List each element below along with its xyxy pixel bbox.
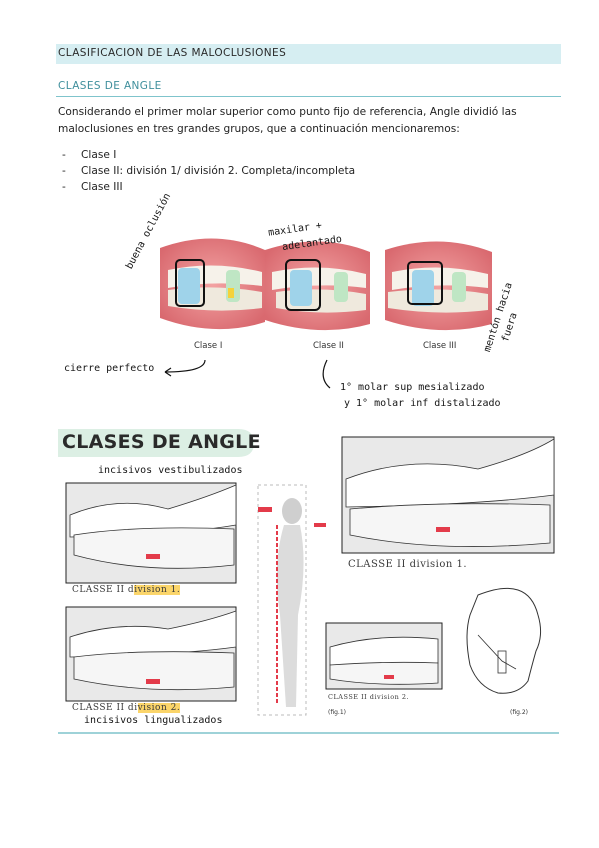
section-header: CLASIFICACION DE LAS MALOCLUSIONES xyxy=(56,44,561,64)
clase-1-label: Clase I xyxy=(194,341,223,351)
caption-div2-small: CLASSE II division 2. xyxy=(328,693,410,701)
list-item: -Clase I xyxy=(62,149,117,161)
class-list: -Clase I -Clase II: división 1/ división… xyxy=(62,147,355,195)
list-item: -Clase III xyxy=(62,181,123,193)
clase-3-teeth-image xyxy=(385,241,492,331)
body-posture-figure xyxy=(257,484,326,716)
note-molar-sup: 1° molar sup mesializado xyxy=(340,382,485,393)
list-item: -Clase II: división 1/ división 2. Compl… xyxy=(62,165,356,177)
caption-div2-left: CLASSE II division 2. xyxy=(72,703,181,713)
fig-b-label: (fig.2) xyxy=(510,709,528,716)
diagram-title: CLASES DE ANGLE xyxy=(62,431,261,453)
intro-paragraph: Considerando el primer molar superior co… xyxy=(58,106,517,135)
clase-2-label: Clase II xyxy=(313,341,344,351)
arrow-molar xyxy=(322,359,331,389)
clases-angle-diagram-figure: CLASES DE ANGLE incisivos vestibulizados… xyxy=(58,425,559,735)
face-profile-drawing xyxy=(466,587,542,694)
subsection-header: CLASES DE ANGLE xyxy=(56,80,561,97)
fig-a-label: (fig.1) xyxy=(328,709,346,716)
clase-1-teeth-image xyxy=(160,238,265,330)
subsection-title: CLASES DE ANGLE xyxy=(58,80,162,92)
diagram-illustrations xyxy=(58,425,559,734)
clase-3-label: Clase III xyxy=(423,341,457,351)
note-incisivos-vestibulizados: incisivos vestibulizados xyxy=(98,465,243,476)
occlusion-illustrations xyxy=(160,238,492,389)
caption-div1-right: CLASSE II division 1. xyxy=(348,559,468,570)
section-title: CLASIFICACION DE LAS MALOCLUSIONES xyxy=(58,47,287,59)
angle-classes-photo-figure: Clase I Clase II Clase III buena oclusió… xyxy=(0,192,599,420)
caption-div1-left: CLASSE II division 1. xyxy=(72,585,181,595)
note-cierre-perfecto: cierre perfecto xyxy=(64,363,155,374)
clase-2-teeth-image xyxy=(265,241,370,331)
note-molar-inf: y 1° molar inf distalizado xyxy=(344,398,501,409)
note-incisivos-lingualizados: incisivos lingualizados xyxy=(84,715,223,726)
arrow-cierre xyxy=(164,359,206,373)
